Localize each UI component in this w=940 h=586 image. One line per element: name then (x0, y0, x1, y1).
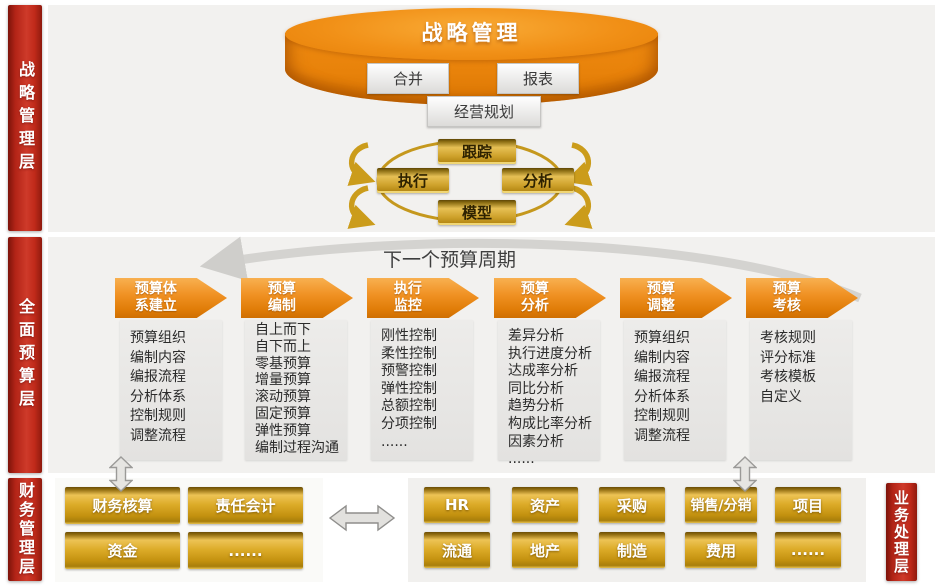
column-header-line2: 调整 (646, 298, 675, 314)
cycle-node-analyze: 分析 (502, 168, 574, 193)
business-module-hr: HR (424, 487, 490, 523)
finance-module-capital: 资金 (65, 532, 180, 569)
vertical-link-arrow-icon (733, 456, 757, 492)
business-module-assets: 资产 (512, 487, 578, 523)
layer-label-strategic: 战略管理层 (16, 60, 35, 176)
list-item: 固定预算 (255, 405, 311, 422)
column-header-line2: 监控 (393, 298, 422, 314)
list-item: 预警控制 (381, 363, 437, 380)
finance-module-responsibility: 责任会计 (188, 487, 303, 524)
list-item: 差异分析 (508, 328, 564, 344)
business-module-realestate: 地产 (512, 532, 578, 568)
list-item: 趋势分析 (508, 398, 564, 415)
list-item: 编报流程 (130, 369, 186, 385)
list-item: 弹性控制 (381, 380, 437, 397)
column-header-line1: 预算 (646, 281, 675, 297)
business-module-expenses: 费用 (685, 532, 757, 568)
column-header-line2: 分析 (520, 298, 549, 314)
finance-module-more: ...... (188, 532, 303, 569)
list-item: 调整流程 (130, 427, 186, 444)
list-item: 零基预算 (255, 355, 311, 372)
layer-label-finance: 财务管理层 (16, 482, 35, 577)
list-item: 预算组织 (130, 330, 186, 346)
vertical-link-arrow-icon (109, 456, 133, 492)
column-items: 刚性控制柔性控制预警控制弹性控制总额控制分项控制...... (371, 320, 473, 460)
layer-bar-finance: 财务管理层 (8, 478, 42, 581)
business-module-project: 项目 (775, 487, 841, 523)
cycle-node-model: 模型 (438, 200, 516, 225)
next-cycle-label: 下一个预算周期 (383, 249, 517, 271)
column-header-line1: 预算 (520, 281, 549, 297)
list-item: 调整流程 (634, 427, 690, 444)
list-item: 预算组织 (634, 330, 690, 346)
merge-box: 合并 (367, 63, 449, 94)
list-item: 总额控制 (381, 398, 437, 415)
list-item: 分析体系 (130, 388, 186, 405)
business-module-manufacturing: 制造 (599, 532, 665, 568)
list-item: 控制规则 (634, 408, 690, 424)
planning-box: 经营规划 (427, 96, 541, 127)
column-header-line2: 考核 (772, 298, 801, 314)
column-header-line2: 系建立 (134, 298, 177, 314)
next-cycle-arrow-path (199, 236, 862, 303)
finance-module-accounting: 财务核算 (65, 487, 180, 524)
rotation-arrow-icon (564, 185, 593, 229)
list-item: 控制规则 (130, 408, 186, 424)
list-item: 分项控制 (381, 415, 437, 432)
list-item: 刚性控制 (381, 328, 437, 344)
list-item: 达成率分析 (508, 363, 578, 380)
list-item: 柔性控制 (381, 345, 437, 362)
list-item: 分析体系 (634, 388, 690, 405)
list-item: 考核模板 (760, 369, 816, 385)
horizontal-link-arrow-icon (329, 504, 395, 532)
list-item: 滚动预算 (255, 389, 311, 406)
rotation-arrow-icon (347, 185, 376, 229)
list-item: 增量预算 (255, 372, 311, 389)
list-item: 编制内容 (634, 349, 690, 366)
list-item: 自定义 (760, 388, 802, 405)
business-module-more: ...... (775, 532, 841, 568)
column-header-line1: 预算 (772, 281, 801, 297)
layer-bar-strategic: 战略管理层 (8, 5, 42, 231)
list-item: ...... (381, 433, 408, 450)
column-items: 考核规则评分标准考核模板自定义 (750, 320, 852, 460)
strategy-cylinder-top (285, 8, 658, 60)
list-item: 因素分析 (508, 433, 564, 450)
list-item: 同比分析 (508, 380, 564, 397)
list-item: 编制过程沟通 (255, 439, 339, 456)
cycle-node-track: 跟踪 (438, 139, 516, 164)
layer-bar-budget: 全面预算层 (8, 237, 42, 473)
list-item: 评分标准 (760, 349, 816, 366)
list-item: 执行进度分析 (508, 345, 592, 362)
column-header-line1: 预算体 (134, 281, 177, 297)
list-item: 自上而下 (255, 322, 311, 338)
list-item: 构成比率分析 (508, 415, 592, 432)
rotation-arrow-icon (564, 142, 593, 186)
column-items: 差异分析执行进度分析达成率分析同比分析趋势分析构成比率分析因素分析...... (498, 320, 600, 467)
column-items: 预算组织编制内容编报流程分析体系控制规则调整流程 (120, 320, 222, 460)
report-box: 报表 (497, 63, 579, 94)
business-module-procurement: 采购 (599, 487, 665, 523)
list-item: 编制内容 (130, 349, 186, 366)
column-header-line1: 预算 (267, 281, 296, 297)
list-item: ...... (508, 451, 535, 468)
strategy-cylinder-title: 战略管理 (421, 21, 522, 45)
rotation-arrow-icon (347, 142, 376, 186)
column-items: 自上而下自下而上零基预算增量预算滚动预算固定预算弹性预算编制过程沟通 (245, 320, 347, 460)
layer-label-business: 业务处理层 (892, 489, 910, 575)
column-header-line2: 编制 (267, 298, 296, 314)
business-module-circulation: 流通 (424, 532, 490, 568)
column-header-line1: 执行 (393, 281, 422, 297)
list-item: 弹性预算 (255, 422, 311, 439)
layer-label-budget: 全面预算层 (16, 297, 35, 413)
next-cycle-arrow (199, 236, 862, 303)
list-item: 考核规则 (760, 330, 816, 346)
business-module-sales: 销售/分销 (685, 487, 757, 523)
column-items: 预算组织编制内容编报流程分析体系控制规则调整流程 (624, 320, 726, 460)
cycle-node-execute: 执行 (377, 168, 449, 193)
list-item: 自下而上 (255, 338, 311, 355)
layer-bar-business: 业务处理层 (886, 483, 917, 581)
list-item: 编报流程 (634, 369, 690, 385)
